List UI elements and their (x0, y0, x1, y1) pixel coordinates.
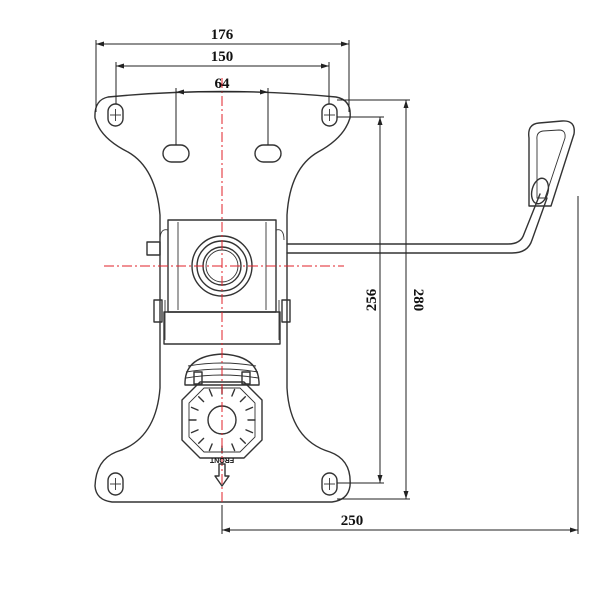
knob-tooth (231, 443, 236, 452)
dimension-overall-height: 280 (337, 99, 426, 500)
front-arrow: FRONT (209, 456, 234, 487)
inner-slot-right (254, 144, 282, 163)
knob-tooth (231, 388, 236, 397)
dimension-inner-slots-label: 64 (215, 76, 231, 92)
knob-tooth (197, 437, 205, 444)
mounting-slot-top-right (321, 103, 338, 127)
dimension-overall-width-label: 176 (211, 27, 234, 43)
knob-tooth (245, 429, 254, 434)
knob-tooth (245, 406, 254, 411)
dimension-outer-slots-label: 150 (211, 49, 234, 65)
knob-tooth (208, 443, 213, 452)
mounting-slot-top-left (107, 103, 124, 127)
dimension-overall-height-label: 280 (410, 289, 426, 312)
adjustment-lever (146, 120, 575, 256)
front-label: FRONT (209, 456, 234, 463)
dimension-lever-reach: 250 (221, 196, 579, 534)
dimension-inner-height: 256 (337, 116, 384, 484)
dimension-inner-height-label: 256 (364, 288, 380, 311)
base-plate (94, 90, 351, 503)
mounting-slot-bottom-left (107, 472, 124, 496)
knob-tooth (239, 396, 247, 403)
knob-tooth (197, 396, 205, 403)
mounting-slot-bottom-right (321, 472, 338, 496)
knob-tooth (190, 406, 199, 411)
dimension-inner-slots: 64 (175, 76, 269, 145)
dimension-lever-reach-label: 250 (341, 513, 364, 529)
inner-slot-left (162, 144, 190, 163)
knob-tooth (190, 429, 199, 434)
knob-tooth (208, 388, 213, 397)
knob-tooth (239, 437, 247, 444)
dimension-outer-slots: 150 (115, 49, 330, 104)
